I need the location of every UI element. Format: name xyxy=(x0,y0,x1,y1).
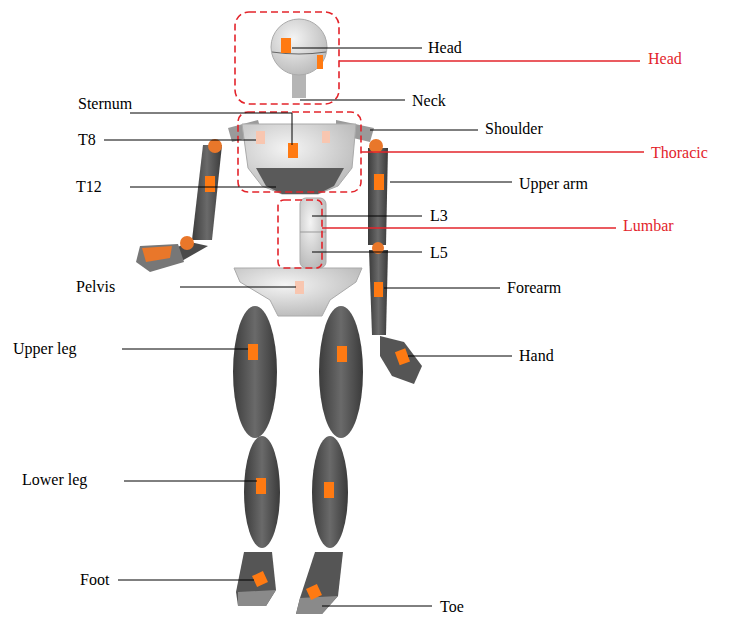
leader-lines xyxy=(104,48,512,606)
thorax xyxy=(242,124,356,194)
part-label: Shoulder xyxy=(485,120,543,138)
group-leader-lines xyxy=(322,61,644,228)
part-label: Neck xyxy=(412,92,446,110)
group-label: Thoracic xyxy=(651,144,708,162)
head-neck xyxy=(271,19,327,98)
arms xyxy=(136,145,422,384)
part-label: L5 xyxy=(430,244,448,262)
part-label: T12 xyxy=(76,178,102,196)
part-label: Forearm xyxy=(507,279,561,297)
part-label: Hand xyxy=(519,347,554,365)
group-label: Head xyxy=(648,50,682,68)
part-label: Head xyxy=(428,39,462,57)
part-label: Upper leg xyxy=(13,340,77,358)
part-label: Pelvis xyxy=(76,278,115,296)
legs xyxy=(233,306,363,614)
sensors xyxy=(205,38,410,600)
group-label: Lumbar xyxy=(623,217,674,235)
part-label: Foot xyxy=(80,571,109,589)
part-label: Lower leg xyxy=(22,471,87,489)
part-label: L3 xyxy=(430,207,448,225)
part-label: Upper arm xyxy=(519,175,588,193)
part-label: Sternum xyxy=(78,95,132,113)
part-label: Toe xyxy=(440,598,464,616)
part-label: T8 xyxy=(78,131,96,149)
